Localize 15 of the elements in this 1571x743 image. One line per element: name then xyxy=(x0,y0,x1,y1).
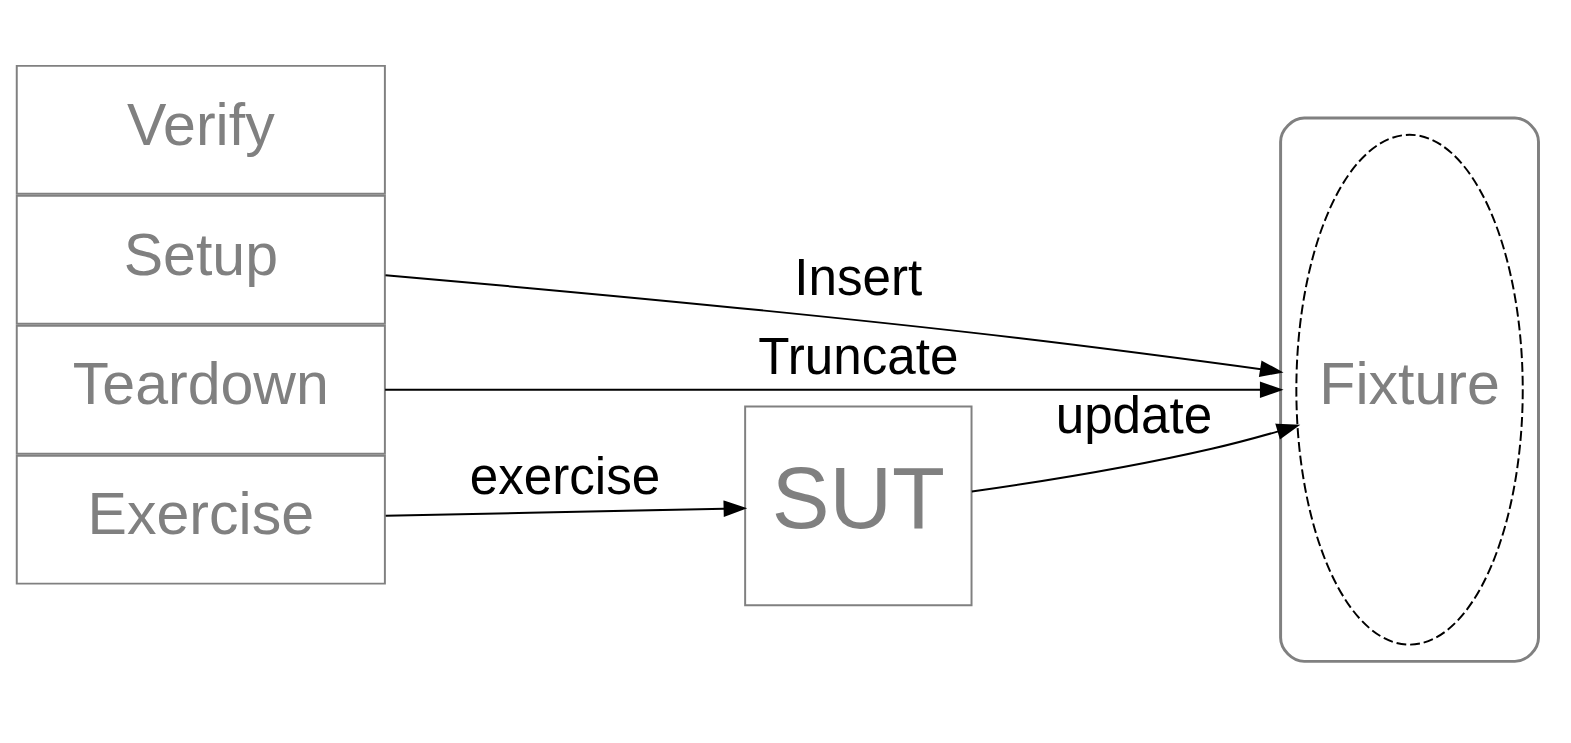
edge-label: update xyxy=(1055,386,1213,444)
node-ellipse: Fixture xyxy=(1295,133,1524,646)
edge-label: Insert xyxy=(794,248,923,306)
edge-label: Truncate xyxy=(758,327,959,385)
node-box: Verify xyxy=(15,64,386,195)
cluster xyxy=(1279,116,1540,663)
node-box: Exercise xyxy=(15,454,386,585)
arrow xyxy=(384,381,1284,398)
node-box: Teardown xyxy=(15,324,386,455)
arrow xyxy=(970,423,1301,493)
node-box: Setup xyxy=(15,194,386,325)
edge-label: exercise xyxy=(469,447,661,505)
arrow xyxy=(384,500,748,517)
node-box: SUT xyxy=(744,405,973,607)
arrow xyxy=(384,274,1284,377)
